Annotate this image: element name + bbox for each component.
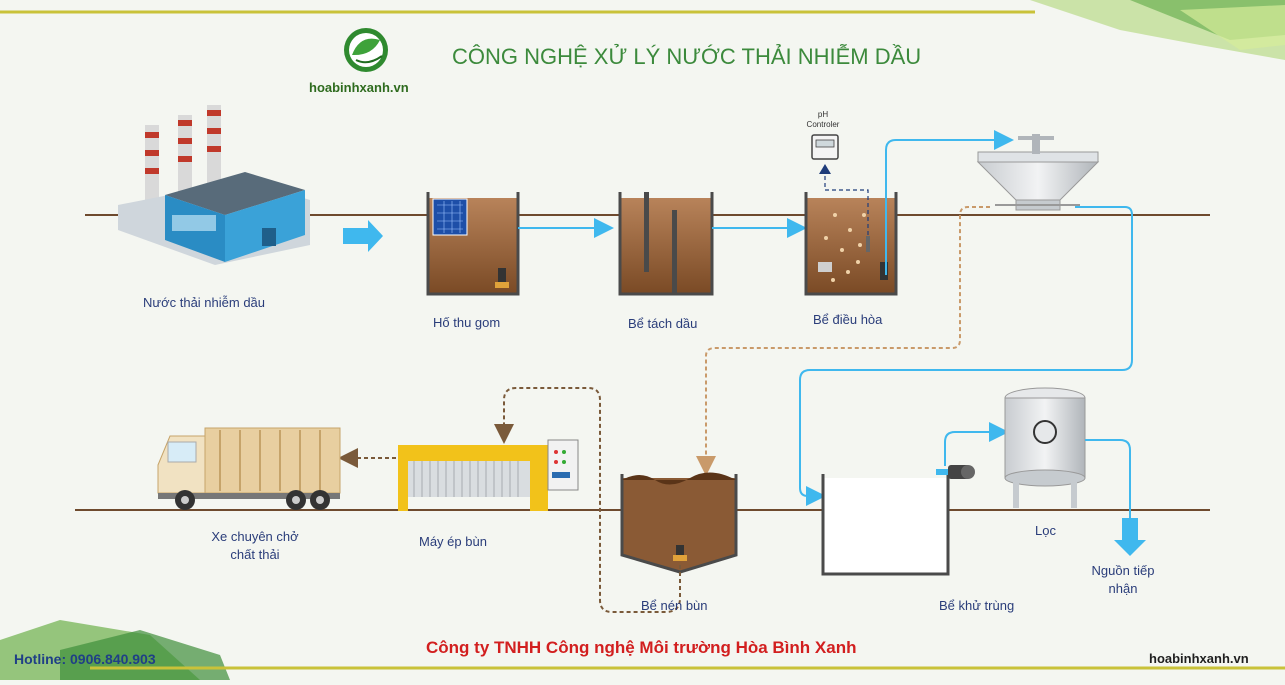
filter-press-icon	[398, 439, 579, 511]
disinfection-tank	[821, 474, 950, 576]
flow-pipe	[799, 206, 1133, 506]
equalization-label: Bể điều hòa	[813, 312, 883, 327]
discharge-arrow-icon	[1114, 518, 1146, 556]
oil-separator-tank	[618, 192, 714, 296]
filter-press-label: Máy ép bùn	[419, 534, 487, 549]
page-title: CÔNG NGHỆ XỬ LÝ NƯỚC THẢI NHIỄM DẦU	[452, 44, 922, 69]
hotline-text: Hotline: 0906.840.903	[14, 651, 156, 667]
truck-icon	[157, 427, 341, 510]
oil-separator-label: Bể tách dầu	[628, 316, 698, 331]
sludge-thickener-label: Bể nén bùn	[641, 598, 708, 613]
ph-controller-label: pH Controler	[798, 110, 848, 130]
pump-icon	[936, 465, 975, 479]
receiver-label: Nguồn tiếp nhận	[1083, 562, 1163, 598]
factory-label: Nước thải nhiễm dầu	[143, 295, 266, 310]
flow-pipe	[885, 130, 1014, 275]
disinfection-label: Bể khử trùng	[939, 598, 1015, 613]
equalization-tank	[804, 192, 898, 296]
truck-label-line2: chất thải	[230, 547, 280, 562]
truck-label: Xe chuyên chở chất thải	[200, 528, 310, 564]
brand-name: hoabinhxanh.vn	[309, 80, 409, 95]
truck-label-line1: Xe chuyên chở	[211, 529, 299, 544]
sludge-return-line	[696, 206, 990, 476]
flow-pipe	[1085, 439, 1131, 518]
controller-label: Controler	[806, 120, 840, 129]
website-link[interactable]: hoabinhxanh.vn	[1149, 651, 1249, 666]
pressure-filter-icon	[1004, 387, 1086, 508]
collection-pit-tank	[426, 192, 520, 296]
collection-pit-label: Hố thu gom	[433, 315, 501, 330]
filter-label: Lọc	[1035, 523, 1056, 538]
logo-icon	[344, 28, 388, 72]
clarifier-tank	[976, 134, 1100, 211]
sludge-thickener-tank	[620, 472, 738, 574]
factory-icon	[118, 105, 310, 265]
flow-arrow-icon	[343, 220, 383, 252]
receiver-label-line2: nhận	[1108, 581, 1138, 596]
receiver-label-line1: Nguồn tiếp	[1091, 563, 1155, 578]
company-name: Công ty TNHH Công nghệ Môi trường Hòa Bì…	[426, 638, 857, 657]
flow-pipe	[944, 422, 1009, 466]
ph-label: pH	[817, 110, 829, 119]
ph-controller-icon	[811, 134, 869, 236]
